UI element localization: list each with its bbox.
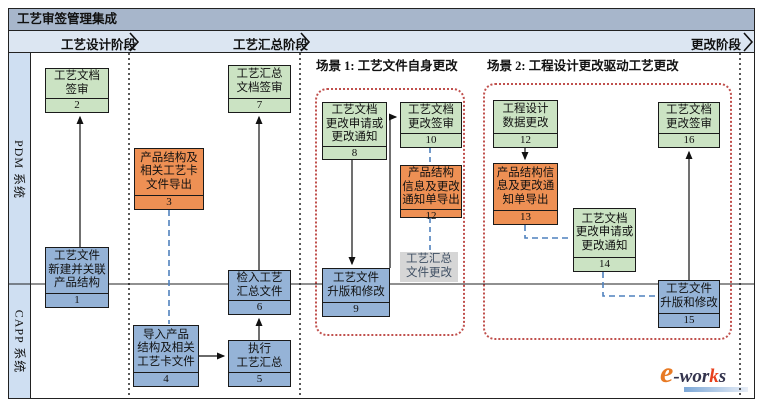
node-export-structure-and-cards: 产品结构及 相关工艺卡 文件导出 3 <box>134 148 204 210</box>
node-change-signoff-s1: 工艺文档 更改签审 10 <box>400 102 462 148</box>
node-export-change-notice-s1: 产品结构 信息及更改 通知单导出 12 <box>400 165 462 222</box>
node-change-request-s2: 工艺文档 更改申请或 更改通知 14 <box>573 208 636 272</box>
lane-label-pdm: PDM 系统 <box>9 53 31 285</box>
chevron-right-icon <box>742 32 754 57</box>
step-number: 5 <box>229 372 290 386</box>
step-number: 15 <box>659 313 719 327</box>
step-number: 16 <box>659 133 719 147</box>
node-checkin-summary-file: 检入工艺 汇总文件 6 <box>228 270 291 315</box>
node-create-and-link-process-file: 工艺文件 新建并关联 产品结构 1 <box>45 247 109 308</box>
phase-summary: 工艺汇总阶段 <box>233 38 309 52</box>
chevron-right-icon <box>299 32 311 57</box>
step-number: 12 <box>401 208 461 222</box>
step-number: 13 <box>494 210 557 224</box>
node-process-doc-signoff: 工艺文档 签审 2 <box>45 68 109 113</box>
step-number: 8 <box>323 145 386 159</box>
node-summary-doc-signoff: 工艺汇总 文档签审 7 <box>228 65 291 113</box>
diagram-title: 工艺审签管理集成 <box>9 9 754 31</box>
node-file-revise-s1: 工艺文件 升版和修改 9 <box>322 268 390 317</box>
diagram-frame: 工艺审签管理集成 工艺设计阶段 工艺汇总阶段 更改阶段 PDM 系统 CAPP … <box>8 8 755 399</box>
scenario2-label: 场景 2: 工程设计更改驱动工艺更改 <box>487 59 679 73</box>
scenario1-region <box>315 88 465 336</box>
scenario1-label: 场景 1: 工艺文件自身更改 <box>316 59 458 73</box>
lane-label-capp: CAPP 系统 <box>9 285 31 398</box>
logo-underline <box>684 387 748 392</box>
phase-design: 工艺设计阶段 <box>61 38 137 52</box>
node-file-revise-s2: 工艺文件 升版和修改 15 <box>658 280 720 328</box>
node-import-structure-and-cards: 导入产品 结构及相关 工艺卡文件 4 <box>133 325 199 387</box>
step-number: 1 <box>46 293 108 307</box>
step-number: 7 <box>229 98 290 112</box>
node-engineering-data-change: 工程设计 数据更改 12 <box>493 100 558 148</box>
step-number: 4 <box>134 372 198 386</box>
node-change-signoff-s2: 工艺文档 更改签审 16 <box>658 102 720 148</box>
eworks-logo-e: e <box>660 356 674 389</box>
node-run-process-summary: 执行 工艺汇总 5 <box>228 340 291 387</box>
step-number: 6 <box>229 300 290 314</box>
step-number: 3 <box>135 195 203 209</box>
chevron-right-icon <box>128 32 140 57</box>
step-number: 10 <box>401 133 461 147</box>
node-summary-file-change: 工艺汇总 文件更改 <box>400 252 458 282</box>
step-number: 12 <box>494 133 557 147</box>
node-change-request-s1: 工艺文档 更改申请或 更改通知 8 <box>322 102 387 160</box>
step-number: 9 <box>323 302 389 316</box>
node-export-change-notice-s2: 产品结构信 息及更改通 知单导出 13 <box>493 163 558 225</box>
phase-bar: 工艺设计阶段 工艺汇总阶段 更改阶段 <box>9 31 754 53</box>
phase-change: 更改阶段 <box>691 38 742 52</box>
step-number: 14 <box>574 257 635 271</box>
scenario2-region <box>483 83 732 340</box>
step-number: 2 <box>46 98 108 112</box>
eworks-logo: e-works <box>660 358 756 394</box>
